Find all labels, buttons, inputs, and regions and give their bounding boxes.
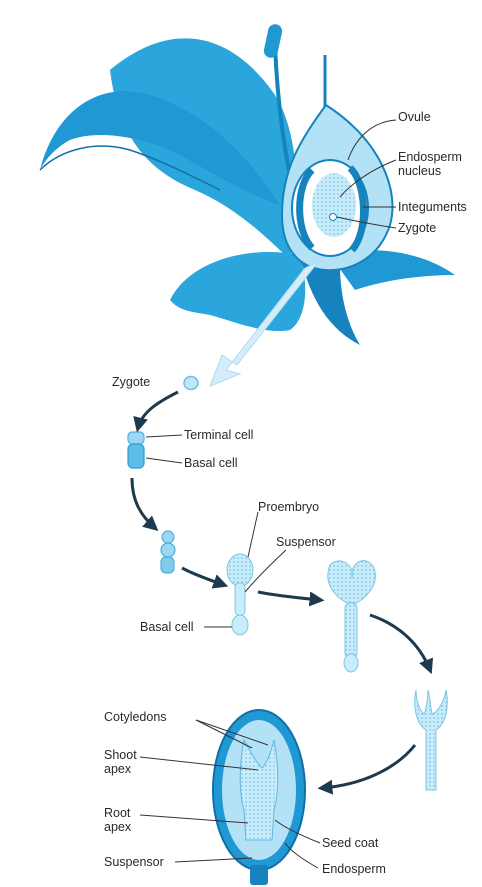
label-zygote-flower: Zygote [398,221,436,235]
label-cotyledons: Cotyledons [104,710,167,724]
label-ovule: Ovule [398,110,431,124]
stage-torpedo [415,690,448,790]
stage-zygote [184,377,198,390]
stage-two-cell [128,432,144,468]
stage-globular-heart [328,561,376,672]
label-basal-cell-top: Basal cell [184,456,238,470]
label-root-apex: Root apex [104,806,131,834]
arrow-proembryo-to-heart [258,592,320,600]
label-seed-coat: Seed coat [322,836,378,850]
label-endosperm-nucleus: Endosperm nucleus [398,150,462,178]
label-suspensor-mid: Suspensor [276,535,336,549]
endosperm-sac [312,173,356,237]
arrow-twocell-to-chain [132,478,155,528]
label-integuments: Integuments [398,200,467,214]
stage-proembryo [227,554,253,635]
label-endosperm: Endosperm [322,862,386,876]
label-suspensor-seed: Suspensor [104,855,164,869]
label-shoot-apex: Shoot apex [104,748,137,776]
stigma [263,23,284,59]
arrow-chain-to-proembryo [182,568,224,585]
label-zygote: Zygote [112,375,150,389]
seed [213,710,305,885]
arrow-zygote-to-twocell [138,392,178,428]
stage-cell-chain [161,531,175,573]
label-proembryo: Proembryo [258,500,319,514]
arrow-torpedo-to-seed [322,745,415,788]
zygote-in-ovule [330,214,337,221]
flower [40,23,455,345]
label-basal-cell-mid: Basal cell [140,620,194,634]
arrow-heart-to-torpedo [370,615,430,670]
lower-left-petal [170,252,305,331]
label-terminal-cell: Terminal cell [184,428,253,442]
